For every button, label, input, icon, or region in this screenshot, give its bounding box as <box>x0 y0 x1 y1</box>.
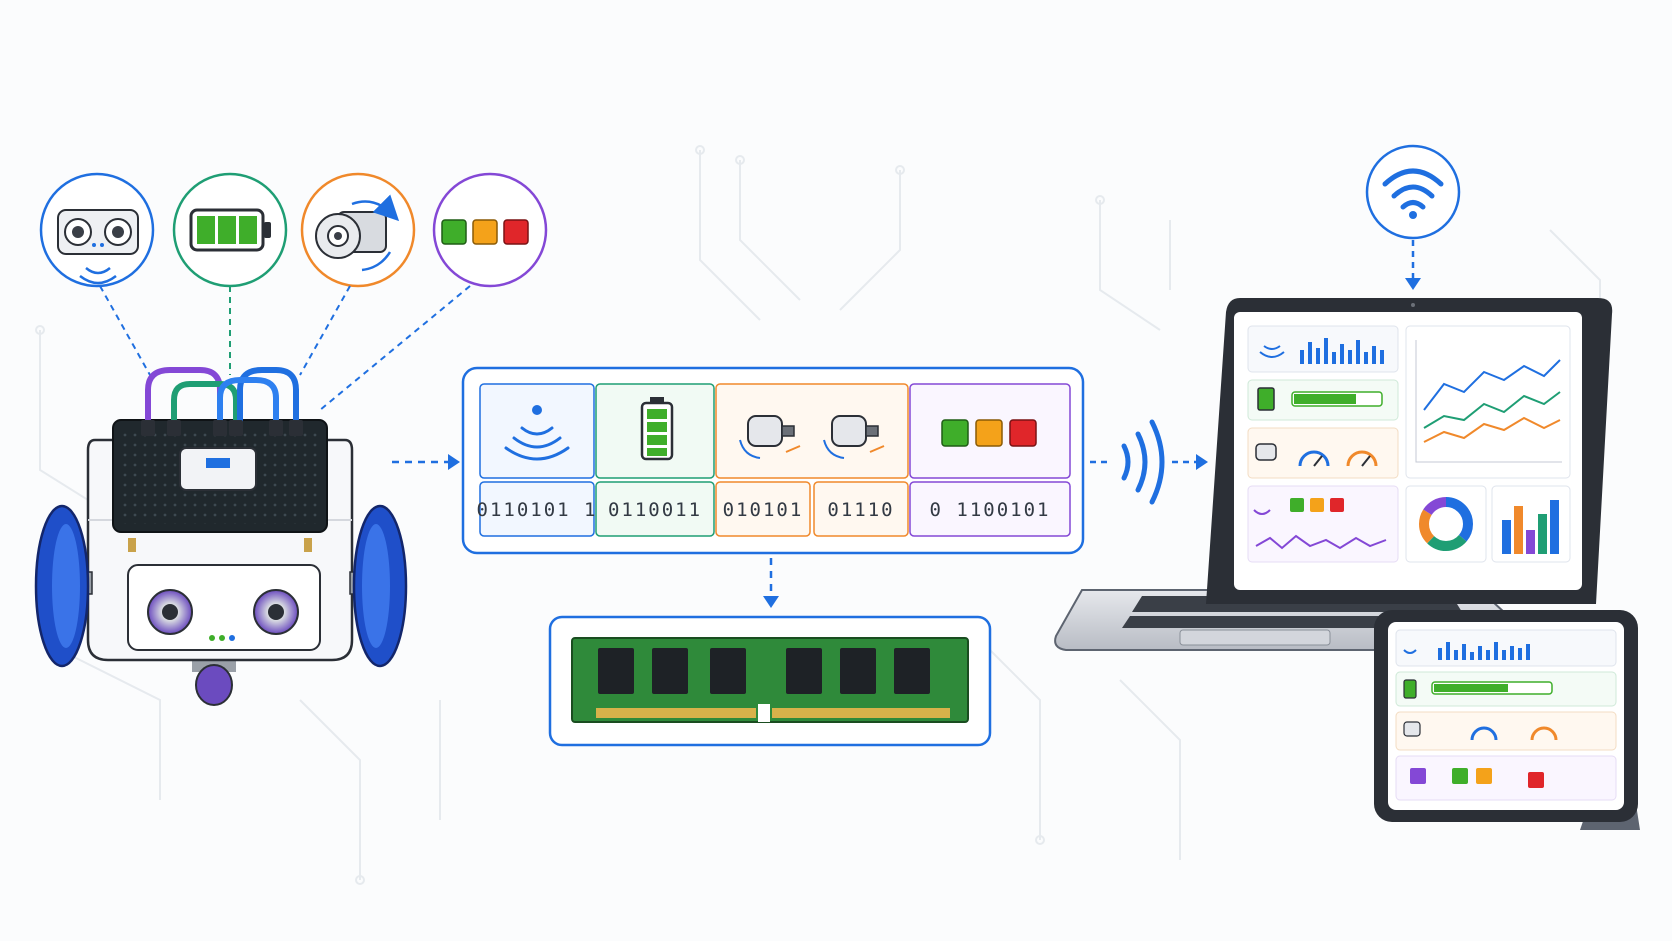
sensor-connector-lines <box>99 285 471 411</box>
binary-cell-2 <box>595 481 715 537</box>
robot-right-wheel <box>349 504 408 668</box>
binary-text-5: 0 1100101 <box>930 499 1051 521</box>
robot-left-wheel <box>34 504 93 668</box>
dash-panel-motors <box>1247 427 1399 479</box>
laptop-dashboard <box>1247 325 1571 563</box>
robot-controller-board <box>112 419 328 552</box>
binary-cell-4 <box>813 481 909 537</box>
sensor-motor-bubble <box>300 172 416 288</box>
packet-cell-motor <box>715 383 909 479</box>
wifi-icon <box>1382 168 1444 219</box>
battery-vertical-icon <box>640 397 674 461</box>
donut-chart <box>1419 497 1473 551</box>
binary-text-1: 0110101 1 <box>477 499 598 521</box>
arrow-robot-to-packet <box>392 454 460 470</box>
binary-text-4: 01110 <box>827 499 894 521</box>
laptop <box>1054 298 1613 651</box>
dash-panel-signal <box>1247 325 1399 373</box>
sensor-color-bubble <box>432 172 548 288</box>
wireless-transmission <box>1090 419 1208 505</box>
packet-cell-ultrasonic <box>479 383 595 479</box>
background-circuit-traces <box>35 145 1605 885</box>
binary-cell-3 <box>715 481 811 537</box>
memory-module <box>548 615 992 747</box>
sensor-ultrasonic-bubble <box>39 172 155 288</box>
color-cubes-icon-packet <box>941 419 1037 447</box>
dash-panel-colors <box>1247 485 1399 563</box>
robot <box>34 367 408 706</box>
robot-face <box>127 564 321 651</box>
binary-text-3: 010101 <box>723 499 804 521</box>
motor-icon <box>315 194 400 272</box>
dash-line-chart <box>1405 325 1571 479</box>
robot-cable-connectors <box>141 420 303 436</box>
dash-donut-panel <box>1405 485 1487 563</box>
motor-icon-2 <box>823 415 885 459</box>
wifi-bubble <box>1365 144 1461 290</box>
wave-signal-icon <box>504 405 570 461</box>
battery-icon <box>189 208 271 252</box>
ram-module-icon <box>571 637 969 723</box>
sensor-battery-bubble <box>172 172 288 288</box>
binary-text-2: 0110011 <box>608 499 702 521</box>
tablet <box>1374 610 1640 830</box>
ultrasonic-sensor-icon <box>57 209 139 285</box>
color-cubes-icon <box>441 219 529 245</box>
arrow-packet-to-memory <box>763 558 779 608</box>
tablet-dashboard <box>1395 629 1617 801</box>
robot-cables <box>145 367 299 431</box>
binary-cell-1 <box>479 481 595 537</box>
signal-waves-icon <box>1121 419 1165 505</box>
binary-cell-5 <box>909 481 1071 537</box>
data-packet: 0110101 1 0110011 010101 01110 0 1100101 <box>461 366 1085 555</box>
mini-bar-chart <box>1502 500 1559 554</box>
laptop-trackpad <box>1179 629 1331 646</box>
motor-icon-1 <box>739 415 801 459</box>
